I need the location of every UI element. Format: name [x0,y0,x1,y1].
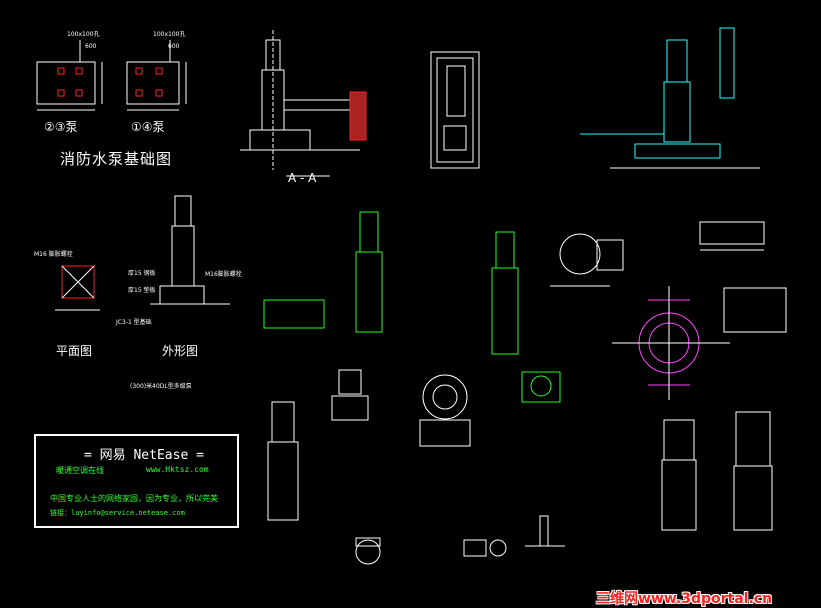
netease-email[interactable]: 链接：luyinfo@service.netease.com [50,509,185,517]
note-plate2: 厚15 垫板 [128,287,156,294]
foundation-right [126,61,180,105]
bolt-hole [75,89,83,97]
netease-url[interactable]: www.Hktsz.com [146,465,209,474]
note-anchor2: M16膨胀螺栓 [205,271,242,278]
foundation-left [36,61,96,105]
note-base: JC3-1 型基础 [116,319,152,326]
dim-label: 100x100孔 [153,31,186,38]
bolt-hole [57,67,65,75]
title-elevation: 外形图 [162,344,199,358]
title-foundation: 消防水泵基础图 [60,150,173,168]
netease-info-box: = 网易 NetEase = 暖通空调在线 www.Hktsz.com 中国专业… [34,434,239,528]
bolt-hole [57,89,65,97]
watermark: 三维网www.3dportal.cn [596,591,773,607]
netease-line2: 中国专业人士的网络家园，因为专业，所以完美 [50,494,218,503]
netease-line1: 暖通空调在线 [56,466,104,475]
title-plan: 平面图 [56,344,93,358]
note-plate1: 厚15 钢板 [128,270,156,277]
bolt-hole [75,67,83,75]
pump-label: ②③泵 [44,120,78,134]
title-section: A - A [288,171,317,185]
dim-label: 600 [85,43,97,50]
dim-label: 600 [168,43,180,50]
netease-title: = 网易 NetEase = [84,448,204,463]
note-anchor: M16 膨胀螺栓 [34,251,73,258]
dim-label: 100x100孔 [67,31,100,38]
caption-pump: (300)米40DL型多级泵 [130,383,192,390]
pump-label: ①④泵 [131,120,165,134]
